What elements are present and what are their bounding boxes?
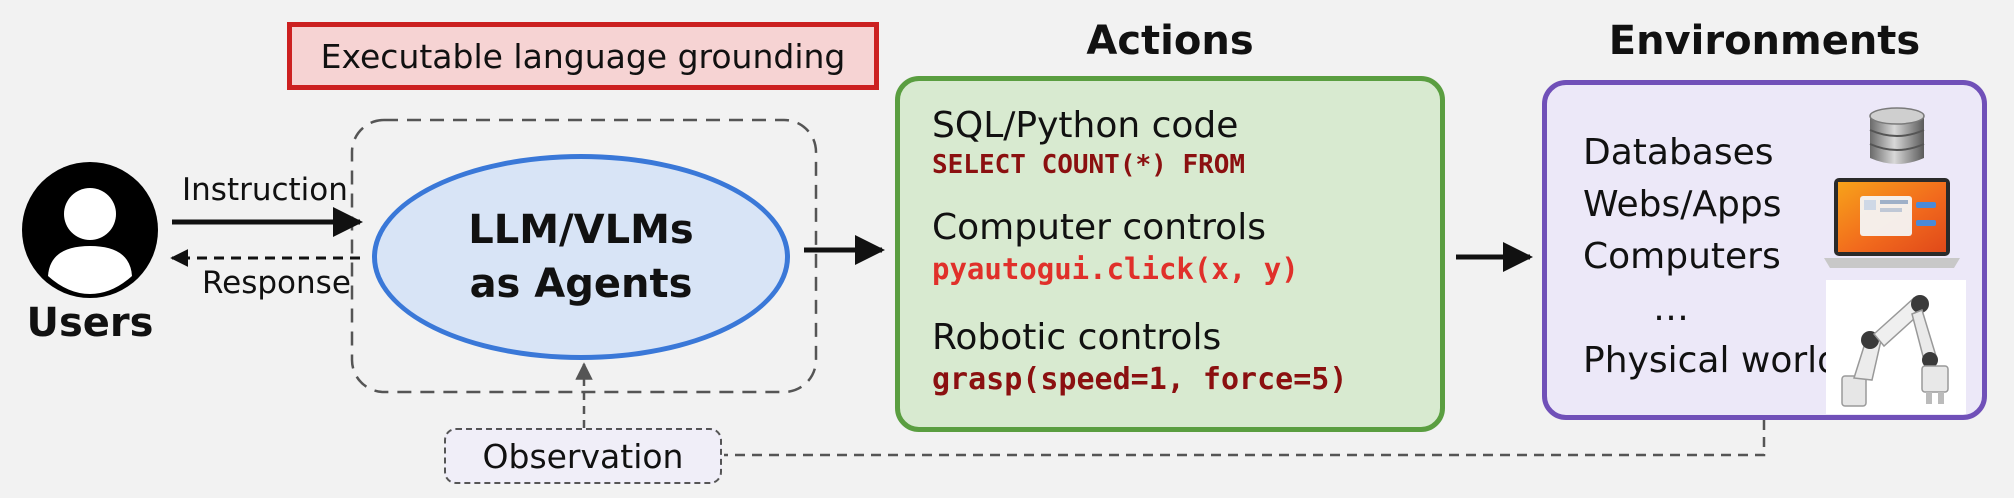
action-item-computer: Computer controls pyautogui.click(x, y) bbox=[932, 207, 1299, 286]
database-icon bbox=[1862, 102, 1932, 172]
response-label: Response bbox=[202, 265, 351, 301]
laptop-icon bbox=[1822, 176, 1962, 272]
users-label: Users bbox=[26, 300, 154, 346]
env-item-physical-world: Physical world bbox=[1583, 340, 1841, 381]
action-name: Robotic controls bbox=[932, 317, 1222, 358]
grounding-banner: Executable language grounding bbox=[287, 22, 879, 90]
env-item-computers: Computers bbox=[1583, 236, 1781, 277]
action-name: Computer controls bbox=[932, 207, 1266, 248]
env-item-ellipsis: … bbox=[1653, 288, 1689, 329]
action-code: SELECT COUNT(*) FROM bbox=[932, 150, 1246, 180]
observation-path bbox=[724, 420, 1766, 457]
action-item-robotic: Robotic controls grasp(speed=1, force=5) bbox=[932, 317, 1347, 397]
actions-box: SQL/Python code SELECT COUNT(*) FROM Com… bbox=[895, 76, 1445, 432]
observation-box: Observation bbox=[444, 428, 722, 484]
grounding-label: Executable language grounding bbox=[320, 36, 846, 76]
action-item-sql: SQL/Python code SELECT COUNT(*) FROM bbox=[932, 105, 1245, 180]
actions-title: Actions bbox=[1086, 18, 1254, 64]
agent-line-1: LLM/VLMs bbox=[468, 207, 694, 253]
env-item-webs-apps: Webs/Apps bbox=[1583, 184, 1782, 225]
agent-line-2: as Agents bbox=[469, 261, 693, 307]
environments-title: Environments bbox=[1608, 18, 1921, 64]
robot-arm-icon bbox=[1826, 280, 1966, 414]
user-avatar-icon bbox=[20, 160, 160, 300]
action-name: SQL/Python code bbox=[932, 105, 1239, 146]
action-code: grasp(speed=1, force=5) bbox=[932, 362, 1348, 397]
instruction-label: Instruction bbox=[182, 172, 348, 208]
action-code: pyautogui.click(x, y) bbox=[932, 252, 1299, 286]
observation-label: Observation bbox=[482, 436, 684, 476]
env-item-databases: Databases bbox=[1583, 132, 1774, 173]
agent-node: LLM/VLMs as Agents bbox=[372, 154, 790, 360]
